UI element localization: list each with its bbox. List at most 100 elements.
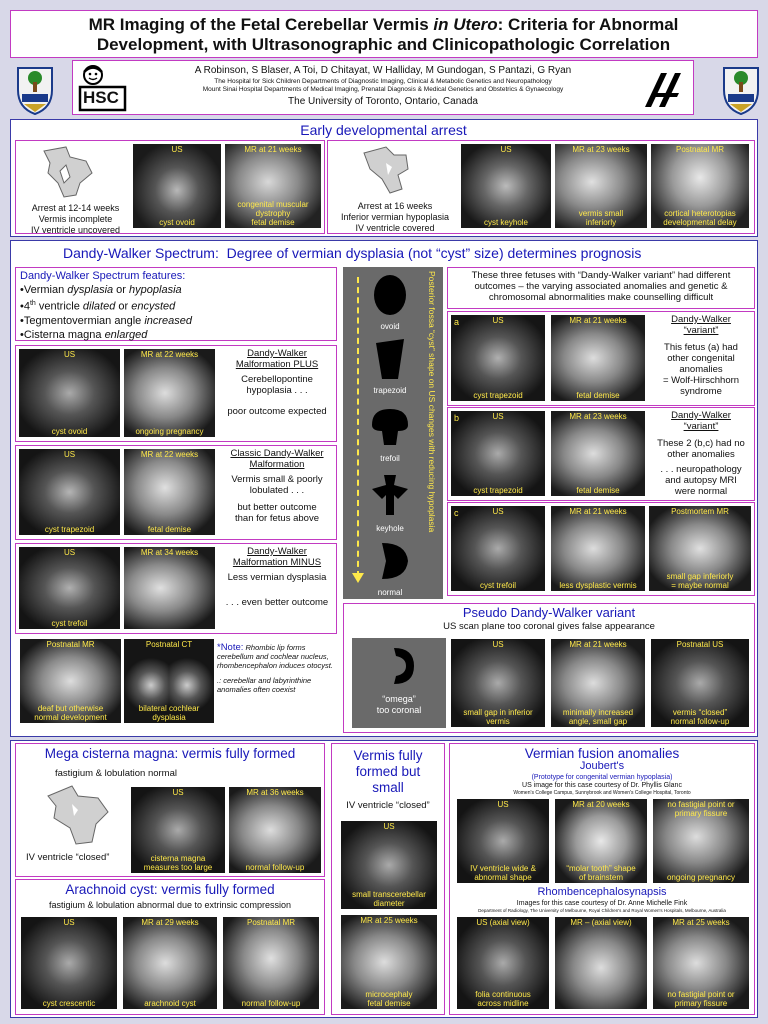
arachnoid-us-image: US cyst crescentic (20, 916, 118, 1010)
image-label: Postnatal MR (46, 640, 95, 649)
image-label: Postnatal US (676, 640, 724, 649)
dw-plus-box: US cyst ovoid MR at 22 weeks ongoing pre… (15, 345, 337, 442)
image-caption: vermis “closed”normal follow-up (670, 708, 730, 726)
trefoil-shape-icon: trefoil (368, 405, 412, 463)
case-letter: b (454, 413, 460, 423)
crest-left (14, 60, 56, 116)
image-caption: cyst ovoid (51, 427, 88, 436)
normal-shape-icon: normal (368, 539, 412, 597)
cerebellum-diagram-b (358, 143, 418, 199)
mega-diagram (38, 782, 118, 848)
image-label: MR at 23 weeks (572, 145, 630, 154)
rhomb-courtesy-b: Department of Radiology, The University … (478, 908, 726, 913)
dw-b-text: Dandy-Walker“variant” These 2 (b,c) had … (657, 410, 745, 497)
hsc-logo: HSC (77, 63, 127, 113)
university: The University of Toronto, Ontario, Cana… (288, 96, 478, 107)
image-label: US (63, 918, 75, 927)
fusion-title: Vermian fusion anomalies (524, 746, 680, 761)
dw-minus-box: US cyst trefoil MR at 34 weeks Dandy-Wal… (15, 543, 337, 634)
image-label: US (383, 822, 395, 831)
ovoid-shape-icon: ovoid (368, 273, 412, 331)
image-label: US (axial view) (476, 918, 530, 927)
dw-features-title: Dandy-Walker Spectrum features: (20, 270, 186, 282)
image-caption: ongoing pregnancy (666, 873, 736, 882)
arachnoid-mr-image: MR at 29 weeks arachnoid cyst (122, 916, 218, 1010)
dw-a-us-image: US cyst trapezoid a (450, 314, 546, 402)
dw-classic-mr-image: MR at 22 weeks fetal demise (123, 448, 216, 536)
joubert-courtesy-b: Women's College Campus, Sunnybrook and W… (513, 790, 691, 796)
early-arrest-title: Early developmental arrest (300, 122, 467, 138)
dw-variant-case-c: US cyst trefoil c MR at 21 weeks less dy… (447, 502, 755, 596)
dw-note: *Note: Rhombic lip forms cerebellum and … (217, 642, 333, 694)
dw-minus-mr-image: MR at 34 weeks (123, 546, 216, 630)
image-caption: fetal demise (576, 391, 620, 400)
dw-plus-mr-image: MR at 22 weeks ongoing pregnancy (123, 348, 216, 438)
cerebellum-diagram-a (36, 143, 96, 201)
progression-arrow (357, 277, 361, 577)
dw-classic-us-image: US cyst trapezoid (18, 448, 121, 536)
image-label: US (497, 800, 509, 809)
arachnoid-title: Arachnoid cyst: vermis fully formed (65, 882, 275, 897)
dw-b-us-image: US cyst trapezoid b (450, 410, 546, 497)
crest-right (720, 60, 762, 116)
image-label: US (492, 640, 504, 649)
image-caption: cyst crescentic (42, 999, 96, 1008)
arachnoid-sub: fastigium & lobulation abnormal due to e… (48, 900, 292, 910)
fusion-box: Vermian fusion anomalies Joubert's (Prot… (449, 743, 755, 1015)
pseudo-sub: US scan plane too coronal gives false ap… (443, 621, 655, 632)
mega-mr-image: MR at 36 weeks normal follow-up (228, 786, 322, 874)
header-panel: MR Imaging of the Fetal Cerebellar Vermi… (10, 10, 758, 58)
image-caption: cyst ovoid (159, 218, 195, 227)
image-caption: arachnoid cyst (144, 999, 196, 1008)
image-label: MR at 29 weeks (141, 918, 199, 927)
dw-c-us-image: US cyst trefoil c (450, 505, 546, 592)
dw-c-postmortem-image: Postmortem MR small gap inferiorly= mayb… (648, 505, 752, 592)
image-label: Postmortem MR (671, 507, 729, 516)
early-arrest-panel: Early developmental arrest Arrest at 12-… (10, 119, 758, 237)
dw-heading: Dandy-Walker Spectrum: Degree of vermian… (63, 245, 642, 261)
image-label: MR at 25 weeks (672, 918, 730, 927)
arachnoid-cyst-box: Arachnoid cyst: vermis fully formed fast… (15, 879, 325, 1015)
dw-a-text: Dandy-Walker“variant” This fetus (a) had… (662, 314, 740, 397)
image-label: MR at 25 weeks (360, 916, 418, 925)
image-caption: cyst trapezoid (473, 391, 523, 400)
joubert-title: Joubert's (579, 760, 625, 772)
image-caption: small gap inferiorly= maybe normal (666, 572, 734, 590)
image-label: MR at 21 weeks (569, 316, 627, 325)
image-caption: ongoing pregnancy (135, 427, 204, 436)
early-a-us-image: US cyst ovoid (132, 143, 222, 229)
image-caption: fetal demise (147, 525, 192, 534)
omega-box: “omega”too coronal (352, 638, 446, 728)
joubert-courtesy: US image for this case courtesy of Dr. P… (522, 782, 682, 789)
trapezoid-shape-icon: trapezoid (368, 337, 412, 395)
image-label: MR at 21 weeks (244, 145, 302, 154)
image-label: US (171, 145, 183, 154)
pseudo-dw-box: Pseudo Dandy-Walker variant US scan plan… (343, 603, 755, 733)
image-label: US (63, 548, 76, 557)
dw-features-list: •Vermian dysplasia or hypoplasia •4th ve… (20, 284, 193, 341)
image-label: Postnatal MR (246, 918, 296, 927)
